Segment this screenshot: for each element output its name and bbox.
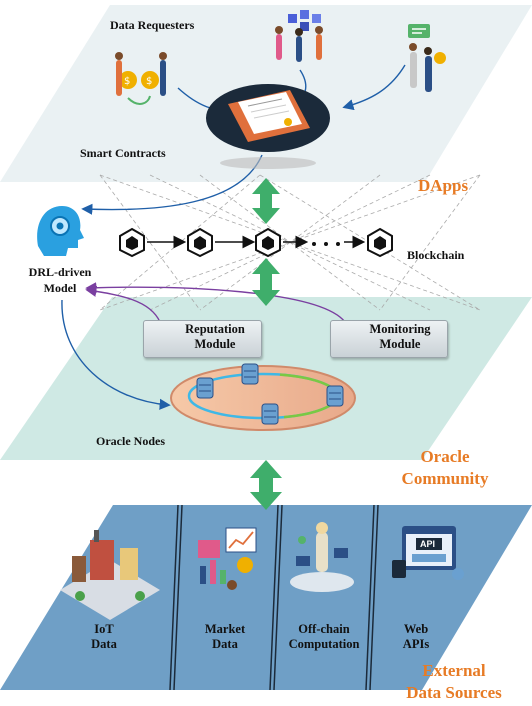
- green-double-arrow-top: [252, 178, 280, 224]
- external-line2: Data Sources: [406, 683, 502, 702]
- monitoring-line1: Monitoring: [369, 322, 431, 336]
- market-line2: Data: [212, 637, 238, 651]
- external-sources-label: External Data Sources: [394, 660, 514, 704]
- reputation-line1: Reputation: [185, 322, 245, 336]
- blockchain-chain: [119, 227, 393, 258]
- offchain-line2: Computation: [288, 637, 360, 651]
- source-item-offchain: Off-chain Computation: [276, 622, 372, 652]
- market-data-illustration: [198, 527, 257, 590]
- source-dividers: [169, 504, 379, 691]
- api-badge: API: [420, 539, 436, 549]
- req-arrow-right: [342, 64, 406, 111]
- data-requesters-label: Data Requesters: [110, 18, 195, 32]
- reputation-to-drl-arrow: [85, 285, 161, 323]
- chain-ellipsis: [312, 242, 340, 246]
- reputation-module-label: Reputation Module: [170, 322, 260, 352]
- drl-to-nodes-arrow: [61, 299, 171, 410]
- blockchain-block-icon: [119, 227, 145, 258]
- offchain-computation-illustration: [290, 522, 354, 592]
- monitoring-module-label: Monitoring Module: [354, 322, 446, 352]
- oracle-line2: Community: [401, 469, 489, 488]
- monitoring-module-box: [330, 320, 448, 358]
- blockchain-block-icon: [255, 227, 281, 258]
- reputation-module-box: [143, 320, 262, 358]
- web-line1: Web: [403, 622, 429, 636]
- green-double-arrow-bottom: [250, 460, 282, 510]
- requester-group-top: [275, 10, 323, 62]
- reputation-line2: Module: [194, 337, 236, 351]
- blockchain-block-icon: [187, 227, 213, 258]
- requester-group-left: $ $: [115, 52, 167, 105]
- web-line2: APIs: [402, 637, 430, 651]
- drl-label-line2: Model: [43, 281, 77, 295]
- svg-text:$: $: [146, 76, 152, 87]
- oracle-nodes-label: Oracle Nodes: [96, 434, 165, 448]
- brain-head-icon: [37, 206, 84, 256]
- monitoring-line2: Module: [379, 337, 421, 351]
- server-icon: [261, 403, 279, 425]
- smart-contracts-label: Smart Contracts: [80, 146, 166, 160]
- monitoring-to-drl-arrow: [85, 282, 346, 323]
- iot-line1: IoT: [94, 622, 114, 636]
- drl-model-label: DRL-driven Model: [20, 264, 100, 296]
- source-item-iot: IoT Data: [74, 622, 134, 652]
- offchain-line1: Off-chain: [298, 622, 350, 636]
- drl-label-line1: DRL-driven: [28, 265, 92, 279]
- requester-group-right: [408, 24, 446, 92]
- green-double-arrow-mid: [252, 258, 280, 306]
- iot-line2: Data: [91, 637, 117, 651]
- source-item-web: Web APIs: [388, 622, 444, 652]
- market-line1: Market: [204, 622, 246, 636]
- oracle-line1: Oracle: [420, 447, 470, 466]
- source-item-market: Market Data: [190, 622, 260, 652]
- oracle-community-label: Oracle Community: [390, 446, 500, 490]
- blockchain-label: Blockchain: [407, 248, 465, 262]
- blockchain-block-icon: [367, 227, 393, 258]
- contract-to-drl-arrow: [81, 154, 263, 215]
- iot-city-illustration: [60, 530, 160, 620]
- smart-contract-icon: [206, 84, 330, 169]
- svg-text:$: $: [124, 76, 130, 87]
- server-icon: [326, 385, 344, 407]
- web-api-illustration: [392, 526, 464, 580]
- server-icon: [241, 363, 259, 385]
- external-line1: External: [422, 661, 486, 680]
- dapps-layer-label: DApps: [418, 176, 469, 195]
- server-icon: [196, 377, 214, 399]
